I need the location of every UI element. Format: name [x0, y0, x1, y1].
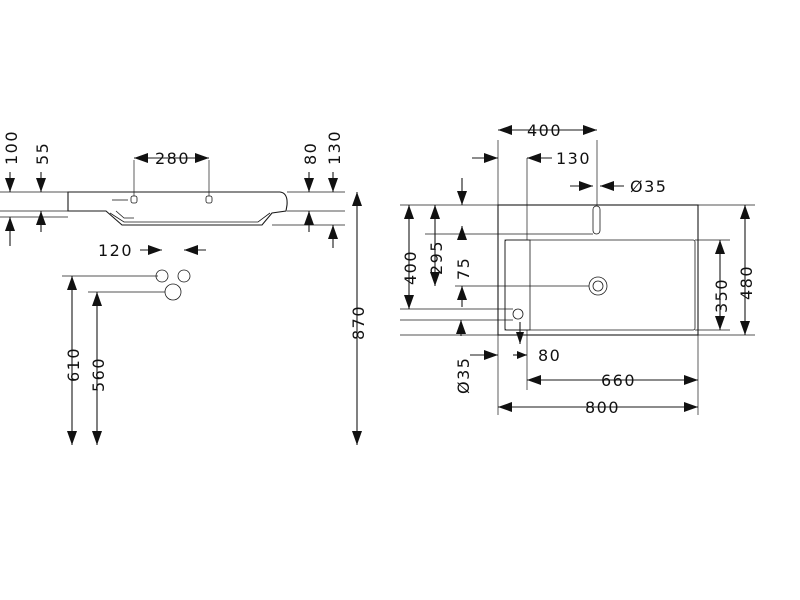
- overflow-hole: [512, 308, 524, 320]
- tap-hole-left: [130, 195, 138, 204]
- dim-130-top-label: 130: [556, 149, 591, 168]
- dim-d35-top-label: Ø35: [630, 177, 667, 196]
- dim-100-label: 100: [2, 130, 21, 165]
- waste-outlet-outer: [588, 276, 608, 296]
- dim-75-label: 75: [454, 257, 473, 280]
- dim-120-label: 120: [98, 241, 133, 260]
- dim-295-label: 295: [427, 240, 446, 275]
- dim-610-label: 610: [64, 347, 83, 382]
- basin-outer-outline: [497, 204, 699, 336]
- waste-pipe-3: [164, 283, 182, 301]
- tap-hole-right: [205, 195, 213, 204]
- waste-outlet-inner: [592, 280, 604, 292]
- basin-side-inner-line: [109, 212, 271, 223]
- dim-660-label: 660: [601, 371, 636, 390]
- dim-80-label: 80: [301, 142, 320, 165]
- basin-side-outline: [67, 191, 288, 226]
- dim-280-label: 280: [155, 149, 190, 168]
- dim-800-label: 800: [585, 398, 620, 417]
- dim-560-label: 560: [89, 357, 108, 392]
- basin-bowl-outline: [504, 239, 696, 331]
- basin-shelf: [504, 239, 531, 331]
- side-view: 280 100 55 80 130 120 610: [0, 130, 368, 445]
- dim-870-label: 870: [349, 305, 368, 340]
- dim-480-label: 480: [737, 265, 756, 300]
- dim-400-top-label: 400: [527, 121, 562, 140]
- dim-80-top-label: 80: [538, 346, 561, 365]
- tap-hole: [592, 205, 601, 235]
- waste-pipe-2: [177, 269, 191, 283]
- dim-400-left-label: 400: [401, 250, 420, 285]
- top-view: 400 130 Ø35 400 295 75 35: [400, 121, 756, 417]
- dim-d35-bottom-label: Ø35: [454, 357, 473, 394]
- dim-55-label: 55: [33, 142, 52, 165]
- dim-130-label: 130: [325, 130, 344, 165]
- dim-350-label: 350: [712, 278, 731, 313]
